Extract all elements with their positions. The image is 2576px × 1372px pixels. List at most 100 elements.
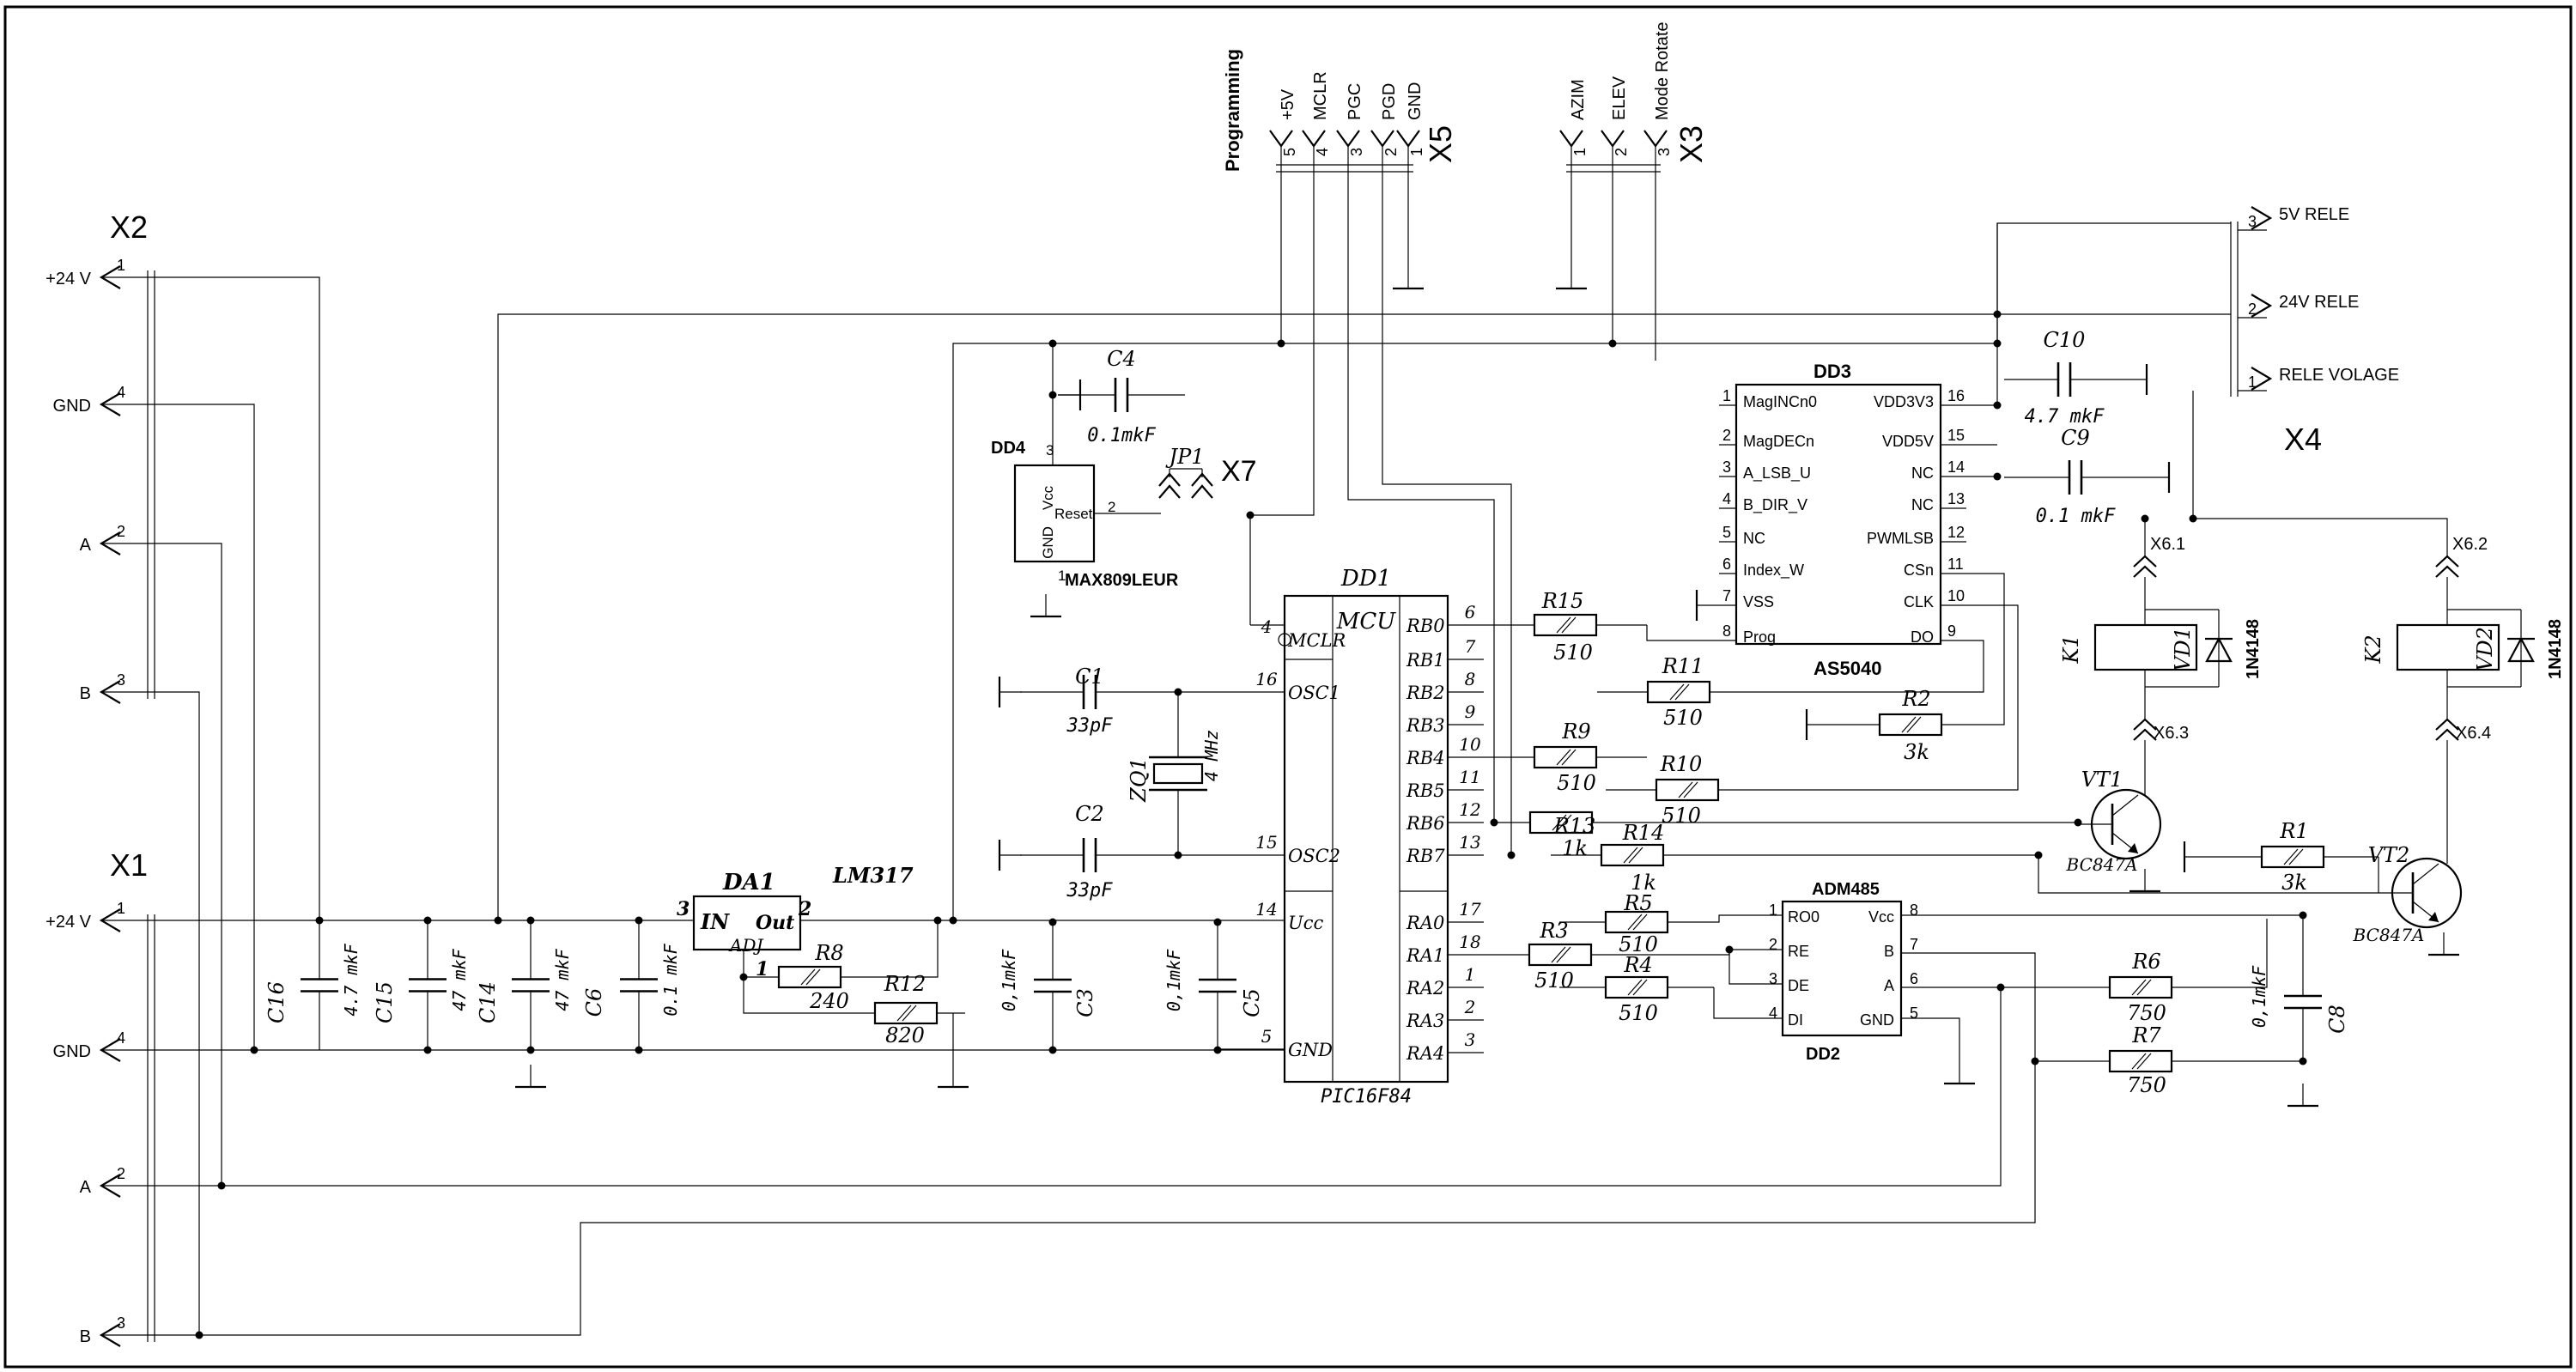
diode-ref: VD1: [2171, 627, 2195, 671]
junction-dot: [2141, 514, 2149, 523]
resistor-hatch: [902, 1005, 917, 1022]
dd1-pin-name: RA4: [1406, 1043, 1444, 1064]
dd3-pin-num: 3: [1722, 458, 1731, 476]
dd1-pin-name: RB4: [1406, 748, 1445, 768]
dd3-pin-name: Prog: [1743, 628, 1776, 646]
junction-dot: [1996, 983, 2005, 992]
dd1-pin-num: 8: [1465, 669, 1476, 689]
connector-x4-pin-arrow: [2251, 294, 2273, 318]
connector-x3-pin-num: 3: [1656, 148, 1673, 156]
connector-x2-pin-label: B: [80, 684, 91, 703]
wire-x5-pgd: [1382, 172, 1512, 855]
dd1-pin-name: OSC2: [1288, 846, 1340, 866]
junction-dot: [1048, 339, 1057, 348]
junction-dot: [1993, 401, 2002, 410]
connector-x1-pin-label: A: [80, 1178, 92, 1197]
capacitor-c14-ref: C14: [476, 981, 500, 1023]
x6-label: X6.3: [2154, 724, 2189, 743]
connector-x5-pin-label: PGC: [1346, 83, 1364, 120]
dd3-pin-num: 15: [1947, 427, 1965, 444]
resistor-hatch: [2283, 848, 2299, 865]
resistor-r1: [2260, 845, 2325, 869]
wire-dd2-gnd: [1901, 1017, 1960, 1061]
resistor-hatch: [800, 968, 816, 986]
connector-x2-pin-label: GND: [53, 397, 91, 416]
dd2-pin-name: RE: [1788, 943, 1809, 960]
wire-layer: [155, 172, 2448, 1339]
wire-24v-top: [497, 313, 1997, 920]
junction-dot: [1993, 339, 2002, 348]
connector-x5-pin-label: MCLR: [1311, 71, 1330, 120]
x6-label: X6.1: [2150, 535, 2185, 554]
resistor-hatch: [2131, 1053, 2147, 1070]
resistor-hatch: [1551, 946, 1566, 963]
dd2-pin-num: 7: [1910, 936, 1918, 953]
connector-x5-pin-num: 4: [1314, 148, 1331, 156]
connector-x3-pin-label: Mode Rotate: [1653, 21, 1672, 120]
dd1-pin-name: Ucc: [1288, 913, 1323, 933]
transistor-arrow: [2428, 912, 2439, 922]
connector-x4-title: X4: [2284, 422, 2322, 457]
wire-dd3-do: [1760, 640, 1984, 693]
dd3-ref: DD3: [1814, 361, 1851, 382]
resistor-hatch: [1628, 847, 1643, 864]
resistor-r3-ref: R3: [1539, 919, 1568, 943]
jumper-arrow: [1191, 484, 1213, 499]
connector-x4-pin-num: 1: [2248, 373, 2257, 391]
resistor-hatch: [1674, 683, 1690, 701]
dd2-pin-num: 2: [1769, 936, 1777, 953]
dd1-pin-num: 17: [1459, 899, 1481, 920]
wire-r8-out: [864, 920, 939, 978]
wire-dd3-clk: [1769, 604, 2019, 791]
connector-x1-title: X1: [110, 847, 148, 883]
x6-arrow: [2133, 718, 2157, 731]
resistor-r12-ref: R12: [884, 972, 927, 996]
resistor-r4-ref: R4: [1623, 953, 1652, 977]
dd4-part: MAX809LEUR: [1065, 571, 1179, 590]
dd1-pin-num: 15: [1255, 832, 1277, 853]
connector-x1-pin-num: 3: [117, 1314, 125, 1332]
dd2-pin-num: 1: [1769, 902, 1777, 919]
dd1-pin-num: 2: [1464, 997, 1476, 1017]
resistor-hatch: [1906, 716, 1922, 733]
resistor-r6-ref: R6: [2131, 950, 2160, 974]
wire-dd3-prog: [1646, 625, 1719, 641]
dd1-pin-num: 14: [1255, 899, 1277, 920]
resistor-hatch: [1556, 749, 1571, 766]
crystal-zq1: [1152, 762, 1204, 785]
capacitor-c2-ref: C2: [1075, 802, 1104, 826]
dd3-pin-num: 8: [1722, 622, 1731, 640]
dd1-pin-name: MCLR: [1287, 630, 1346, 651]
resistor-r15-value: 510: [1553, 640, 1593, 665]
resistor-r13: [1528, 810, 1594, 835]
connector-x5-pin-num: 3: [1348, 148, 1365, 156]
x6-arrow: [2133, 555, 2157, 568]
wire-r6: [2224, 919, 2268, 988]
capacitor-c15-value: 47 mkF: [449, 948, 470, 1011]
capacitor-c9-value: 0.1 mkF: [2036, 506, 2116, 527]
resistor-hatch: [1669, 683, 1685, 701]
resistor-hatch: [1901, 716, 1917, 733]
dd3-pin-num: 11: [1947, 555, 1964, 573]
junction-dot: [1174, 851, 1182, 859]
x6-label: X6.4: [2456, 724, 2491, 743]
wire-rele-voltage: [2192, 391, 2448, 556]
wire-dd2-di: [1713, 987, 1783, 1019]
wire-vt2-base: [1714, 854, 2379, 894]
resistor-r14-value: 1k: [1631, 871, 1656, 895]
dd1-pin-num: 11: [1459, 767, 1480, 787]
connector-x5-group: Programming: [1222, 49, 1243, 172]
junction-dot: [195, 1331, 204, 1339]
capacitor-c6-value: 0.1 mkF: [660, 943, 681, 1016]
resistor-r12-value: 820: [885, 1023, 925, 1047]
capacitor-c5-value: 0,1mkF: [1163, 949, 1184, 1011]
dd2-pin-name: A: [1884, 977, 1894, 994]
jumper-arrow: [1158, 484, 1181, 499]
dd1-part: PIC16F84: [1321, 1086, 1412, 1108]
resistor-hatch: [1623, 847, 1638, 864]
resistor-hatch: [2288, 848, 2304, 865]
resistor-r10-ref: R10: [1660, 752, 1703, 776]
resistor-r9-value: 510: [1557, 771, 1596, 795]
wire-gnd-link: [155, 404, 255, 1050]
resistor-r15: [1533, 613, 1598, 637]
